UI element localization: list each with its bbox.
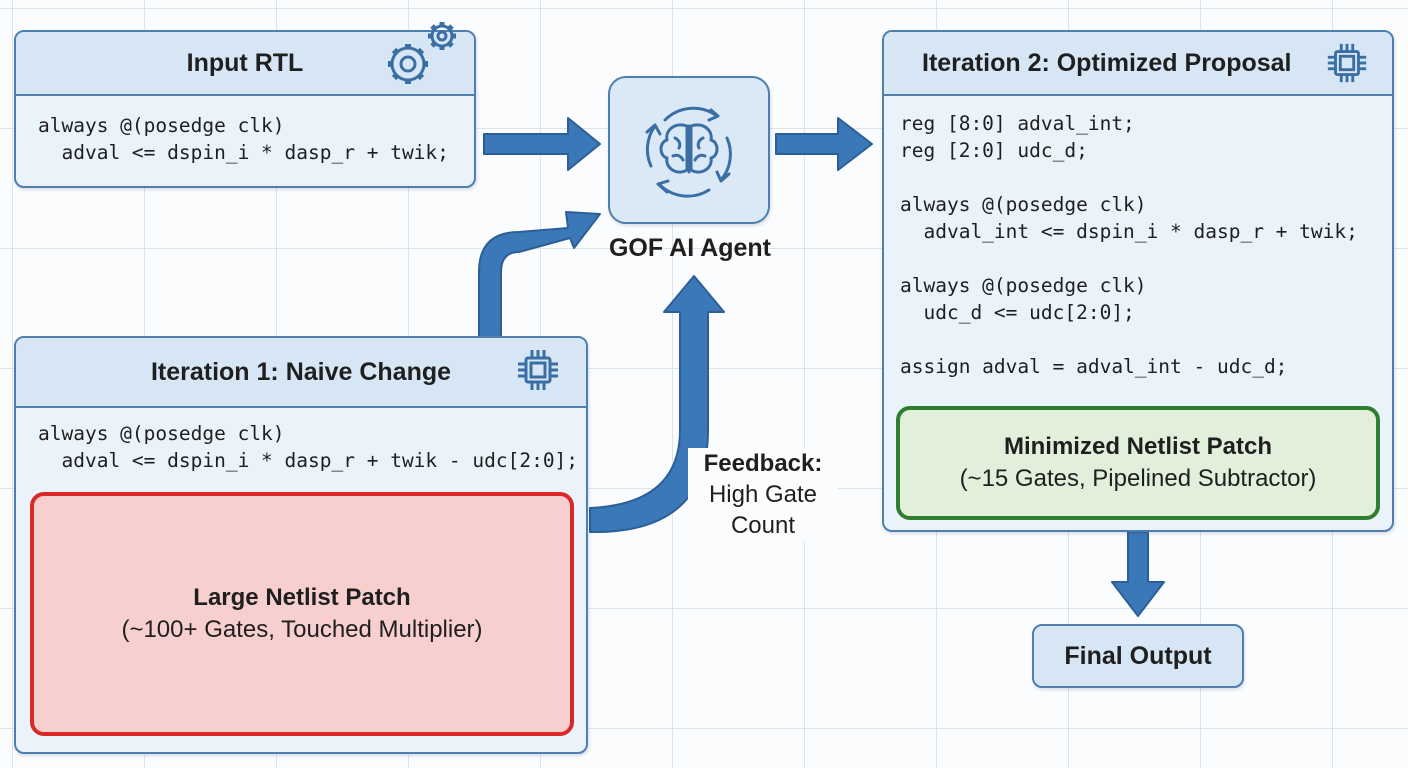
large-netlist-patch: Large Netlist Patch (~100+ Gates, Touche…: [30, 492, 574, 736]
input-rtl-header: Input RTL: [16, 32, 474, 96]
chip-icon: [514, 346, 562, 399]
agent-box: [608, 76, 770, 224]
input-rtl-title: Input RTL: [186, 48, 304, 77]
feedback-line1: High Gate: [708, 481, 818, 508]
minimized-patch-title: Minimized Netlist Patch: [1003, 433, 1273, 460]
feedback-label: Feedback: High Gate Count: [688, 448, 838, 541]
final-output-box: Final Output: [1032, 624, 1244, 688]
iteration2-title: Iteration 2: Optimized Proposal: [922, 48, 1292, 77]
input-rtl-box: Input RTL always @(posedge clk) adval <=…: [14, 30, 476, 188]
iteration2-code: reg [8:0] adval_int; reg [2:0] udc_d; al…: [900, 112, 1358, 378]
iteration1-header: Iteration 1: Naive Change: [16, 338, 586, 408]
feedback-title: Feedback:: [703, 450, 823, 477]
iteration1-code: always @(posedge clk) adval <= dspin_i *…: [38, 422, 579, 472]
minimized-netlist-patch: Minimized Netlist Patch (~15 Gates, Pipe…: [896, 406, 1380, 520]
arrow-iteration1-to-agent: [478, 211, 601, 339]
iteration1-title: Iteration 1: Naive Change: [150, 357, 452, 386]
minimized-patch-subtitle: (~15 Gates, Pipelined Subtractor): [959, 465, 1317, 492]
input-rtl-code: always @(posedge clk) adval <= dspin_i *…: [38, 114, 449, 164]
large-patch-subtitle: (~100+ Gates, Touched Multiplier): [121, 616, 483, 643]
large-patch-title: Large Netlist Patch: [193, 584, 411, 611]
feedback-line2: Count: [730, 512, 796, 539]
iteration2-header: Iteration 2: Optimized Proposal: [884, 32, 1392, 96]
arrow-input-to-agent: [483, 117, 601, 171]
arrow-agent-to-iteration2: [775, 117, 873, 171]
chip-icon: [1324, 40, 1370, 91]
agent-label: GOF AI Agent: [608, 234, 772, 262]
brain-cycle-icon: [625, 86, 753, 219]
gears-icon: [380, 16, 464, 97]
arrow-iteration2-to-final: [1111, 531, 1165, 617]
final-output-label: Final Output: [1064, 641, 1212, 670]
